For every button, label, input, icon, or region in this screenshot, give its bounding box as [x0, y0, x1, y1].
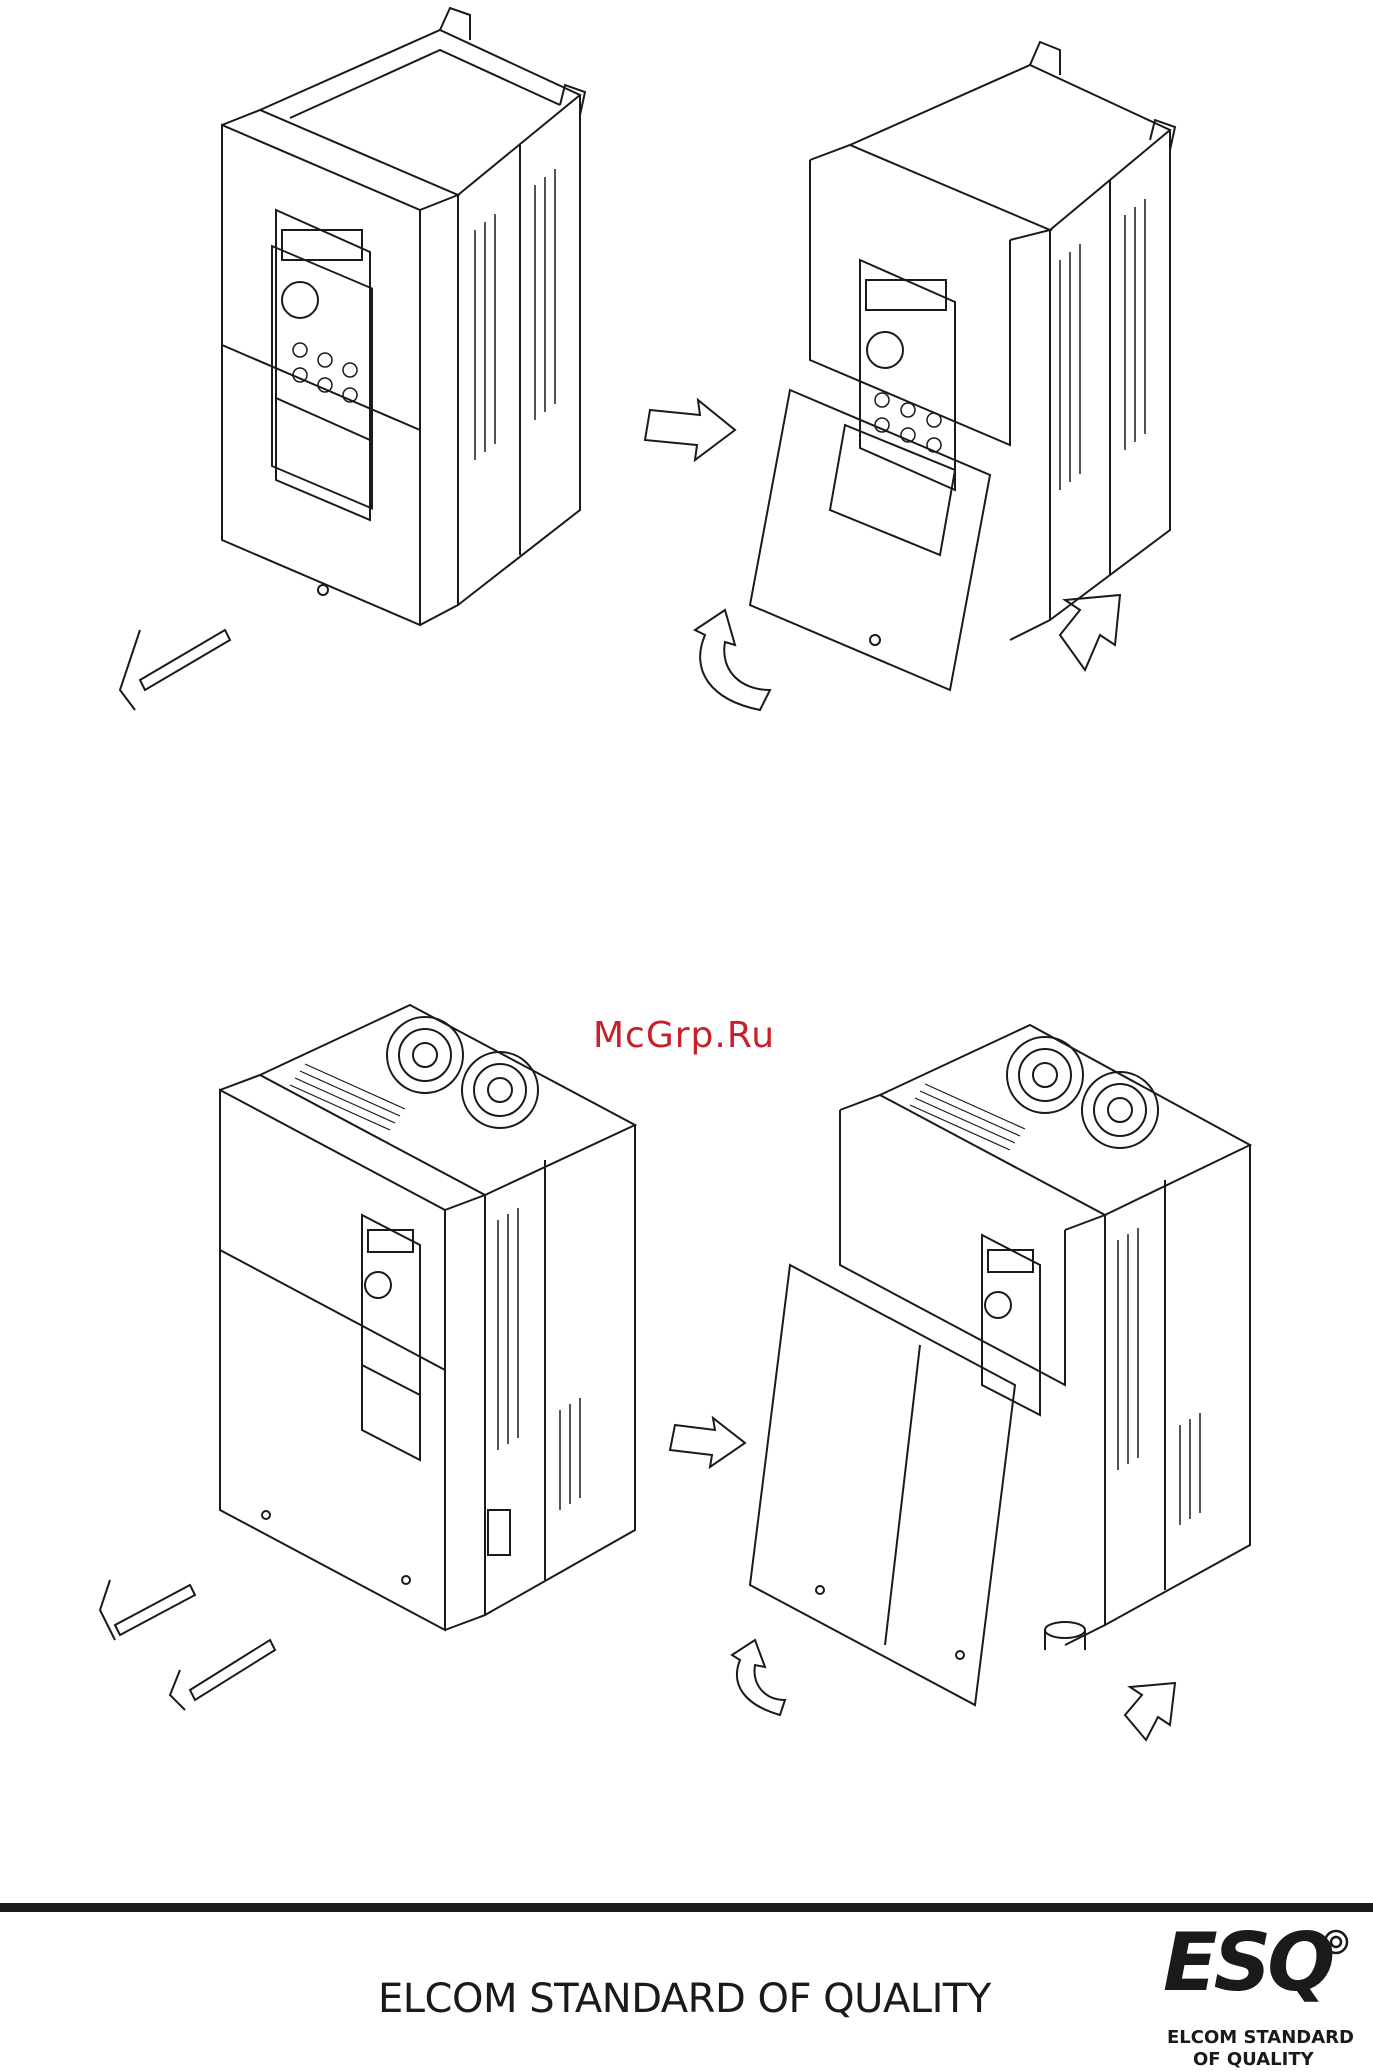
logo-line1: ELCOM STANDARD [1167, 2027, 1354, 2048]
registered-mark-icon [1323, 1929, 1349, 1955]
figure-large-inverter-closed [120, 990, 640, 1710]
watermark-text: McGrp.Ru [593, 1015, 775, 1056]
footer-rule [0, 1903, 1373, 1912]
figure-large-inverter-cover-removed [670, 1005, 1250, 1725]
footer-tagline: ELCOM STANDARD OF QUALITY [378, 1976, 991, 2022]
esq-logo: ESQ ELCOM STANDARD OF QUALITY [1155, 1923, 1365, 2072]
figure-small-inverter-cover-removed [650, 30, 1170, 730]
logo-line2: OF QUALITY [1193, 2049, 1314, 2070]
figure-small-inverter-closed [140, 0, 610, 720]
logo-mark: ESQ [1163, 1923, 1331, 2003]
